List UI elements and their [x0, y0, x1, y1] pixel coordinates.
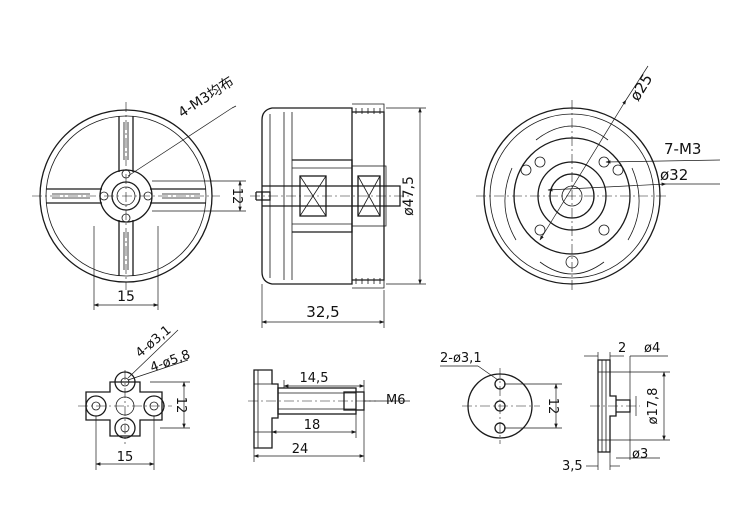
hub-dim-spacing: 12 [545, 398, 560, 415]
adapter-dim-thread-length: 14,5 [300, 371, 329, 386]
adapter-thread-spec: M6 [386, 393, 406, 408]
collet-dim-bore: ø3 [632, 447, 648, 462]
side-dim-length: 32,5 [306, 303, 339, 321]
plate-dim-width: 15 [117, 450, 134, 465]
front-dim-width: 15 [117, 289, 135, 305]
mount-plate-view: 4-ø3,1 4-ø5,8 12 15 [78, 323, 192, 470]
front-dim-height: 12 [229, 188, 244, 205]
adapter-dim-mid-length: 18 [304, 418, 321, 433]
collet-dim-shaft: ø4 [644, 341, 660, 356]
prop-hub-view: 2-ø3,1 12 [440, 351, 562, 444]
collet-dim-top: 2 [618, 341, 626, 356]
back-view: ø25 ø32 7-M3 [476, 65, 721, 292]
collet-view: 2 ø4 ø17,8 ø3 3,5 [562, 341, 670, 474]
hub-hole-spec: 2-ø3,1 [440, 351, 482, 366]
collet-dim-bottom: 3,5 [562, 459, 583, 474]
side-view: ø47,5 32,5 [250, 103, 426, 328]
back-hole-spec: 7-M3 [664, 140, 701, 158]
front-view: 4-M3均布 12 15 [32, 74, 246, 310]
plate-hole-spec-large: 4-ø5,8 [148, 347, 192, 375]
front-hole-spec: 4-M3均布 [175, 74, 237, 122]
back-dim-inner-diameter: ø25 [626, 71, 656, 105]
collet-dim-outer: ø17,8 [646, 388, 661, 425]
adapter-dim-total-length: 24 [292, 442, 309, 457]
plate-dim-height: 12 [173, 397, 188, 414]
shaft-adapter-view: 14,5 M6 18 24 [248, 369, 410, 462]
side-dim-diameter: ø47,5 [401, 176, 417, 216]
back-dim-outer-diameter: ø32 [660, 166, 688, 184]
